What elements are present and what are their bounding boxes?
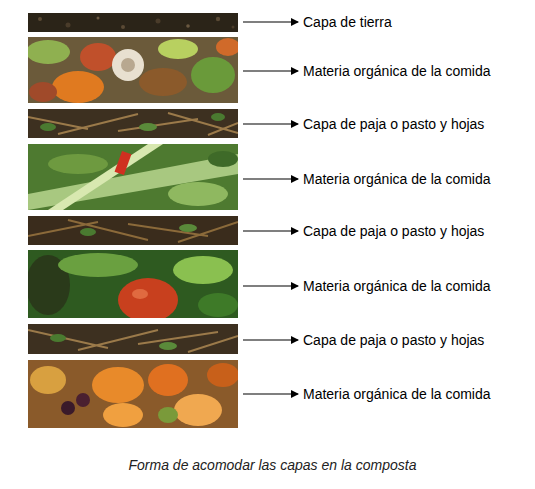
layer-label: Materia orgánica de la comida — [303, 386, 491, 402]
layer-label: Materia orgánica de la comida — [303, 278, 491, 294]
layer-label: Capa de paja o pasto y hojas — [303, 332, 484, 348]
layer-label: Capa de paja o pasto y hojas — [303, 223, 484, 239]
layer-label: Materia orgánica de la comida — [303, 63, 491, 79]
layer-label: Materia orgánica de la comida — [303, 171, 491, 187]
layer-label: Capa de paja o pasto y hojas — [303, 116, 484, 132]
layer-label: Capa de tierra — [303, 14, 392, 30]
figure-caption: Forma de acomodar las capas en la compos… — [0, 457, 535, 473]
